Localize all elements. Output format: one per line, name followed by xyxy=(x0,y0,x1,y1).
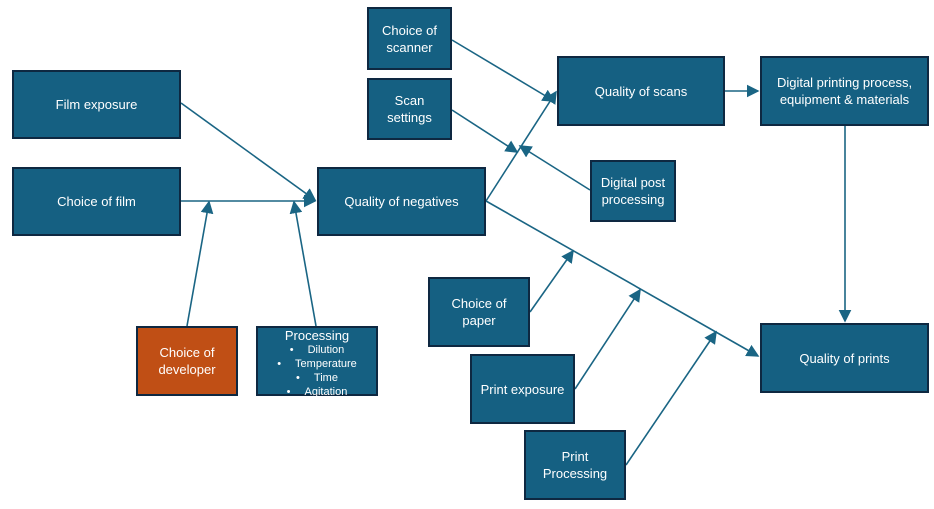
arrow-print-exposure-to-line xyxy=(574,288,641,390)
processing-item: Agitation xyxy=(277,385,357,399)
node-print-processing: Print Processing xyxy=(524,430,626,500)
node-label: Choice of developer xyxy=(158,345,216,377)
node-film-exposure: Film exposure xyxy=(12,70,181,139)
node-label: Choice of scanner xyxy=(382,22,437,55)
arrow-print-processing-to-line xyxy=(625,330,717,466)
arrow-scanner-to-scans xyxy=(451,39,556,102)
node-label: Digital post processing xyxy=(600,175,666,207)
arrow-processing-to-film-line xyxy=(289,200,317,327)
node-label: Processing xyxy=(284,328,350,343)
node-label: Quality of prints xyxy=(799,350,890,366)
node-label: Print Processing xyxy=(542,449,608,481)
arrow-film-exposure-to-negatives xyxy=(180,102,317,201)
node-choice-of-paper: Choice of paper xyxy=(428,277,530,347)
node-label: Digital printing process, equipment & ma… xyxy=(776,75,913,107)
node-processing: Processing Dilution Temperature Time Agi… xyxy=(256,326,378,399)
node-digital-printing: Digital printing process, equipment & ma… xyxy=(760,56,929,126)
processing-item: Dilution xyxy=(277,343,357,357)
arrow-developer-to-film-line xyxy=(186,200,214,327)
arrow-post-processing-to-line xyxy=(518,145,591,191)
processing-item: Temperature xyxy=(277,357,357,371)
node-label: Film exposure xyxy=(55,97,138,112)
node-label: Quality of negatives xyxy=(344,194,459,209)
arrow-paper-to-line xyxy=(529,249,574,313)
node-choice-of-scanner: Choice of scanner xyxy=(367,7,452,70)
node-print-exposure: Print exposure xyxy=(470,354,575,424)
arrow-negatives-to-prints xyxy=(485,200,760,357)
arrow-scan-settings-to-line xyxy=(451,109,519,153)
node-digital-post-processing: Digital post processing xyxy=(590,160,676,222)
node-quality-of-scans: Quality of scans xyxy=(557,56,725,126)
node-scan-settings: Scan settings xyxy=(367,78,452,140)
node-choice-of-film: Choice of film xyxy=(12,167,181,236)
node-label: Quality of scans xyxy=(594,83,688,99)
node-choice-of-developer: Choice of developer xyxy=(136,326,238,396)
node-label: Choice of paper xyxy=(451,296,507,328)
node-label: Print exposure xyxy=(480,381,565,397)
node-label: Scan settings xyxy=(387,93,432,125)
node-quality-of-negatives: Quality of negatives xyxy=(317,167,486,236)
processing-item: Time xyxy=(277,371,357,385)
node-label: Choice of film xyxy=(57,194,136,209)
node-quality-of-prints: Quality of prints xyxy=(760,323,929,393)
